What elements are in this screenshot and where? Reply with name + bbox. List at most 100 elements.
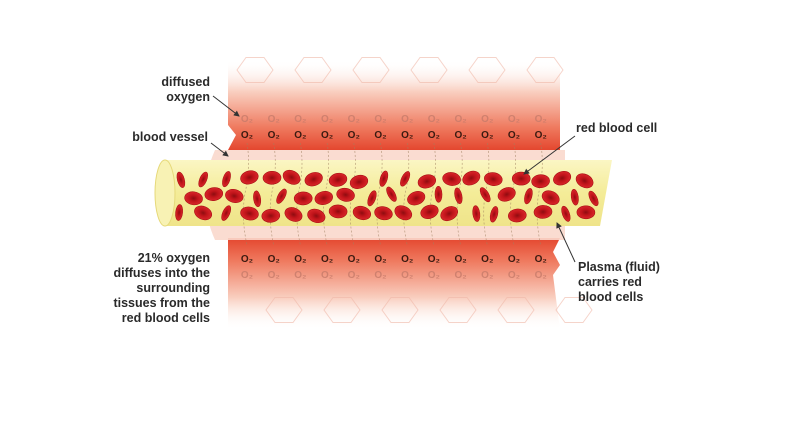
oxygen-molecule: O₂ [241,114,253,125]
red-blood-cell [175,204,183,221]
red-blood-cell [434,186,443,203]
oxygen-molecule: O₂ [428,114,440,125]
red-blood-cell [440,206,458,222]
oxygen-molecule: O₂ [481,254,493,265]
oxygen-molecule: O₂ [454,254,466,265]
svg-text:carries red: carries red [578,275,642,289]
red-blood-cell [511,171,531,186]
red-blood-cell [420,204,439,219]
oxygen-molecule: O₂ [321,130,333,141]
red-blood-cell [284,207,303,222]
oxygen-molecule: O₂ [374,254,386,265]
red-blood-cell [282,169,301,185]
svg-text:diffuses into the: diffuses into the [113,266,210,280]
oxygen-molecule: O₂ [294,130,306,141]
tissue-cell [381,297,419,323]
oxygen-molecule: O₂ [401,130,413,141]
red-blood-cell [194,205,213,221]
red-blood-cell [508,208,527,223]
oxygen-molecule: O₂ [428,254,440,265]
oxygen-molecule: O₂ [454,130,466,141]
red-blood-cell [489,206,499,223]
svg-text:blood cells: blood cells [578,290,643,304]
red-blood-cell [379,170,389,187]
oxygen-molecule: O₂ [321,270,333,281]
oxygen-molecule: O₂ [294,270,306,281]
label-plasma: Plasma (fluid) carries red blood cells [578,260,660,304]
red-blood-cell [314,191,333,205]
oxygen-molecule: O₂ [401,270,413,281]
svg-text:red blood cells: red blood cells [122,311,210,325]
oxygen-molecule: O₂ [348,254,360,265]
oxygen-molecule: O₂ [508,254,520,265]
arrow-red-blood-cell [523,135,576,175]
oxygen-molecule: O₂ [481,130,493,141]
label-diffused-oxygen-1: diffused [161,75,210,89]
label-diffused-oxygen-2: oxygen [166,90,210,104]
tissue-cell [236,57,274,83]
red-blood-cell [553,170,572,186]
tissue-cell [439,297,477,323]
red-blood-cell [222,171,231,188]
oxygen-molecule: O₂ [481,114,493,125]
red-blood-cell [262,170,282,185]
oxygen-molecule: O₂ [268,114,280,125]
svg-text:surrounding: surrounding [136,281,210,295]
label-oxygen-diffuses: 21% oxygen diffuses into the surrounding… [113,251,210,325]
red-blood-cell [374,206,393,221]
red-blood-cell [328,204,348,219]
tissue-cell [352,57,390,83]
red-blood-cells [175,169,599,224]
red-blood-cell [240,206,259,221]
red-blood-cell [240,170,259,185]
red-blood-cell [400,171,411,187]
red-blood-cell [184,191,203,206]
oxygen-molecule: O₂ [348,270,360,281]
tissue-cell [265,297,303,323]
oxygen-molecules: O₂ O₂ O₂ O₂ O₂ O₂ O₂ O₂ O₂ O₂ O₂ O₂ O₂ O₂ O₂ O₂ O₂ O₂ O₂ O₂… [241,114,547,281]
red-blood-cell [352,205,372,221]
svg-text:tissues from the: tissues from the [113,296,210,310]
red-blood-cell [328,172,348,187]
arrow-blood-vessel [210,142,229,157]
red-blood-cell [479,187,491,203]
red-blood-cell [276,188,287,204]
oxygen-molecule: O₂ [374,130,386,141]
oxygen-molecule: O₂ [241,130,253,141]
svg-text:21% oxygen: 21% oxygen [138,251,210,265]
oxygen-molecule: O₂ [508,130,520,141]
red-blood-cell [541,190,560,206]
red-blood-cell [407,191,426,206]
oxygen-molecule: O₂ [268,254,280,265]
oxygen-molecule: O₂ [294,114,306,125]
red-blood-cell [386,186,397,202]
label-red-blood-cell: red blood cell [576,121,657,135]
oxygen-molecule: O₂ [535,114,547,125]
oxygen-molecule: O₂ [454,270,466,281]
oxygen-molecule: O₂ [348,114,360,125]
red-blood-cell [253,190,262,208]
tissue-cell [497,297,535,323]
red-blood-cell [570,188,579,206]
oxygen-molecule: O₂ [294,254,306,265]
lower-tissue [228,238,560,330]
oxygen-molecule: O₂ [321,114,333,125]
tissue-cell [410,57,448,83]
red-blood-cell [204,187,224,201]
oxygen-molecule: O₂ [454,114,466,125]
oxygen-molecule: O₂ [535,130,547,141]
red-blood-cell [417,174,437,189]
red-blood-cell [531,174,550,189]
red-blood-cell [225,189,244,203]
oxygen-molecule: O₂ [508,114,520,125]
tube-opening [154,159,176,227]
red-blood-cell [588,190,599,207]
tissue-cell [294,57,332,83]
red-blood-cell [307,208,326,224]
tissue-cell [555,297,593,323]
oxygen-molecule: O₂ [428,130,440,141]
red-blood-cell [462,170,481,186]
red-blood-cell [261,208,281,223]
red-blood-cell [336,187,355,202]
